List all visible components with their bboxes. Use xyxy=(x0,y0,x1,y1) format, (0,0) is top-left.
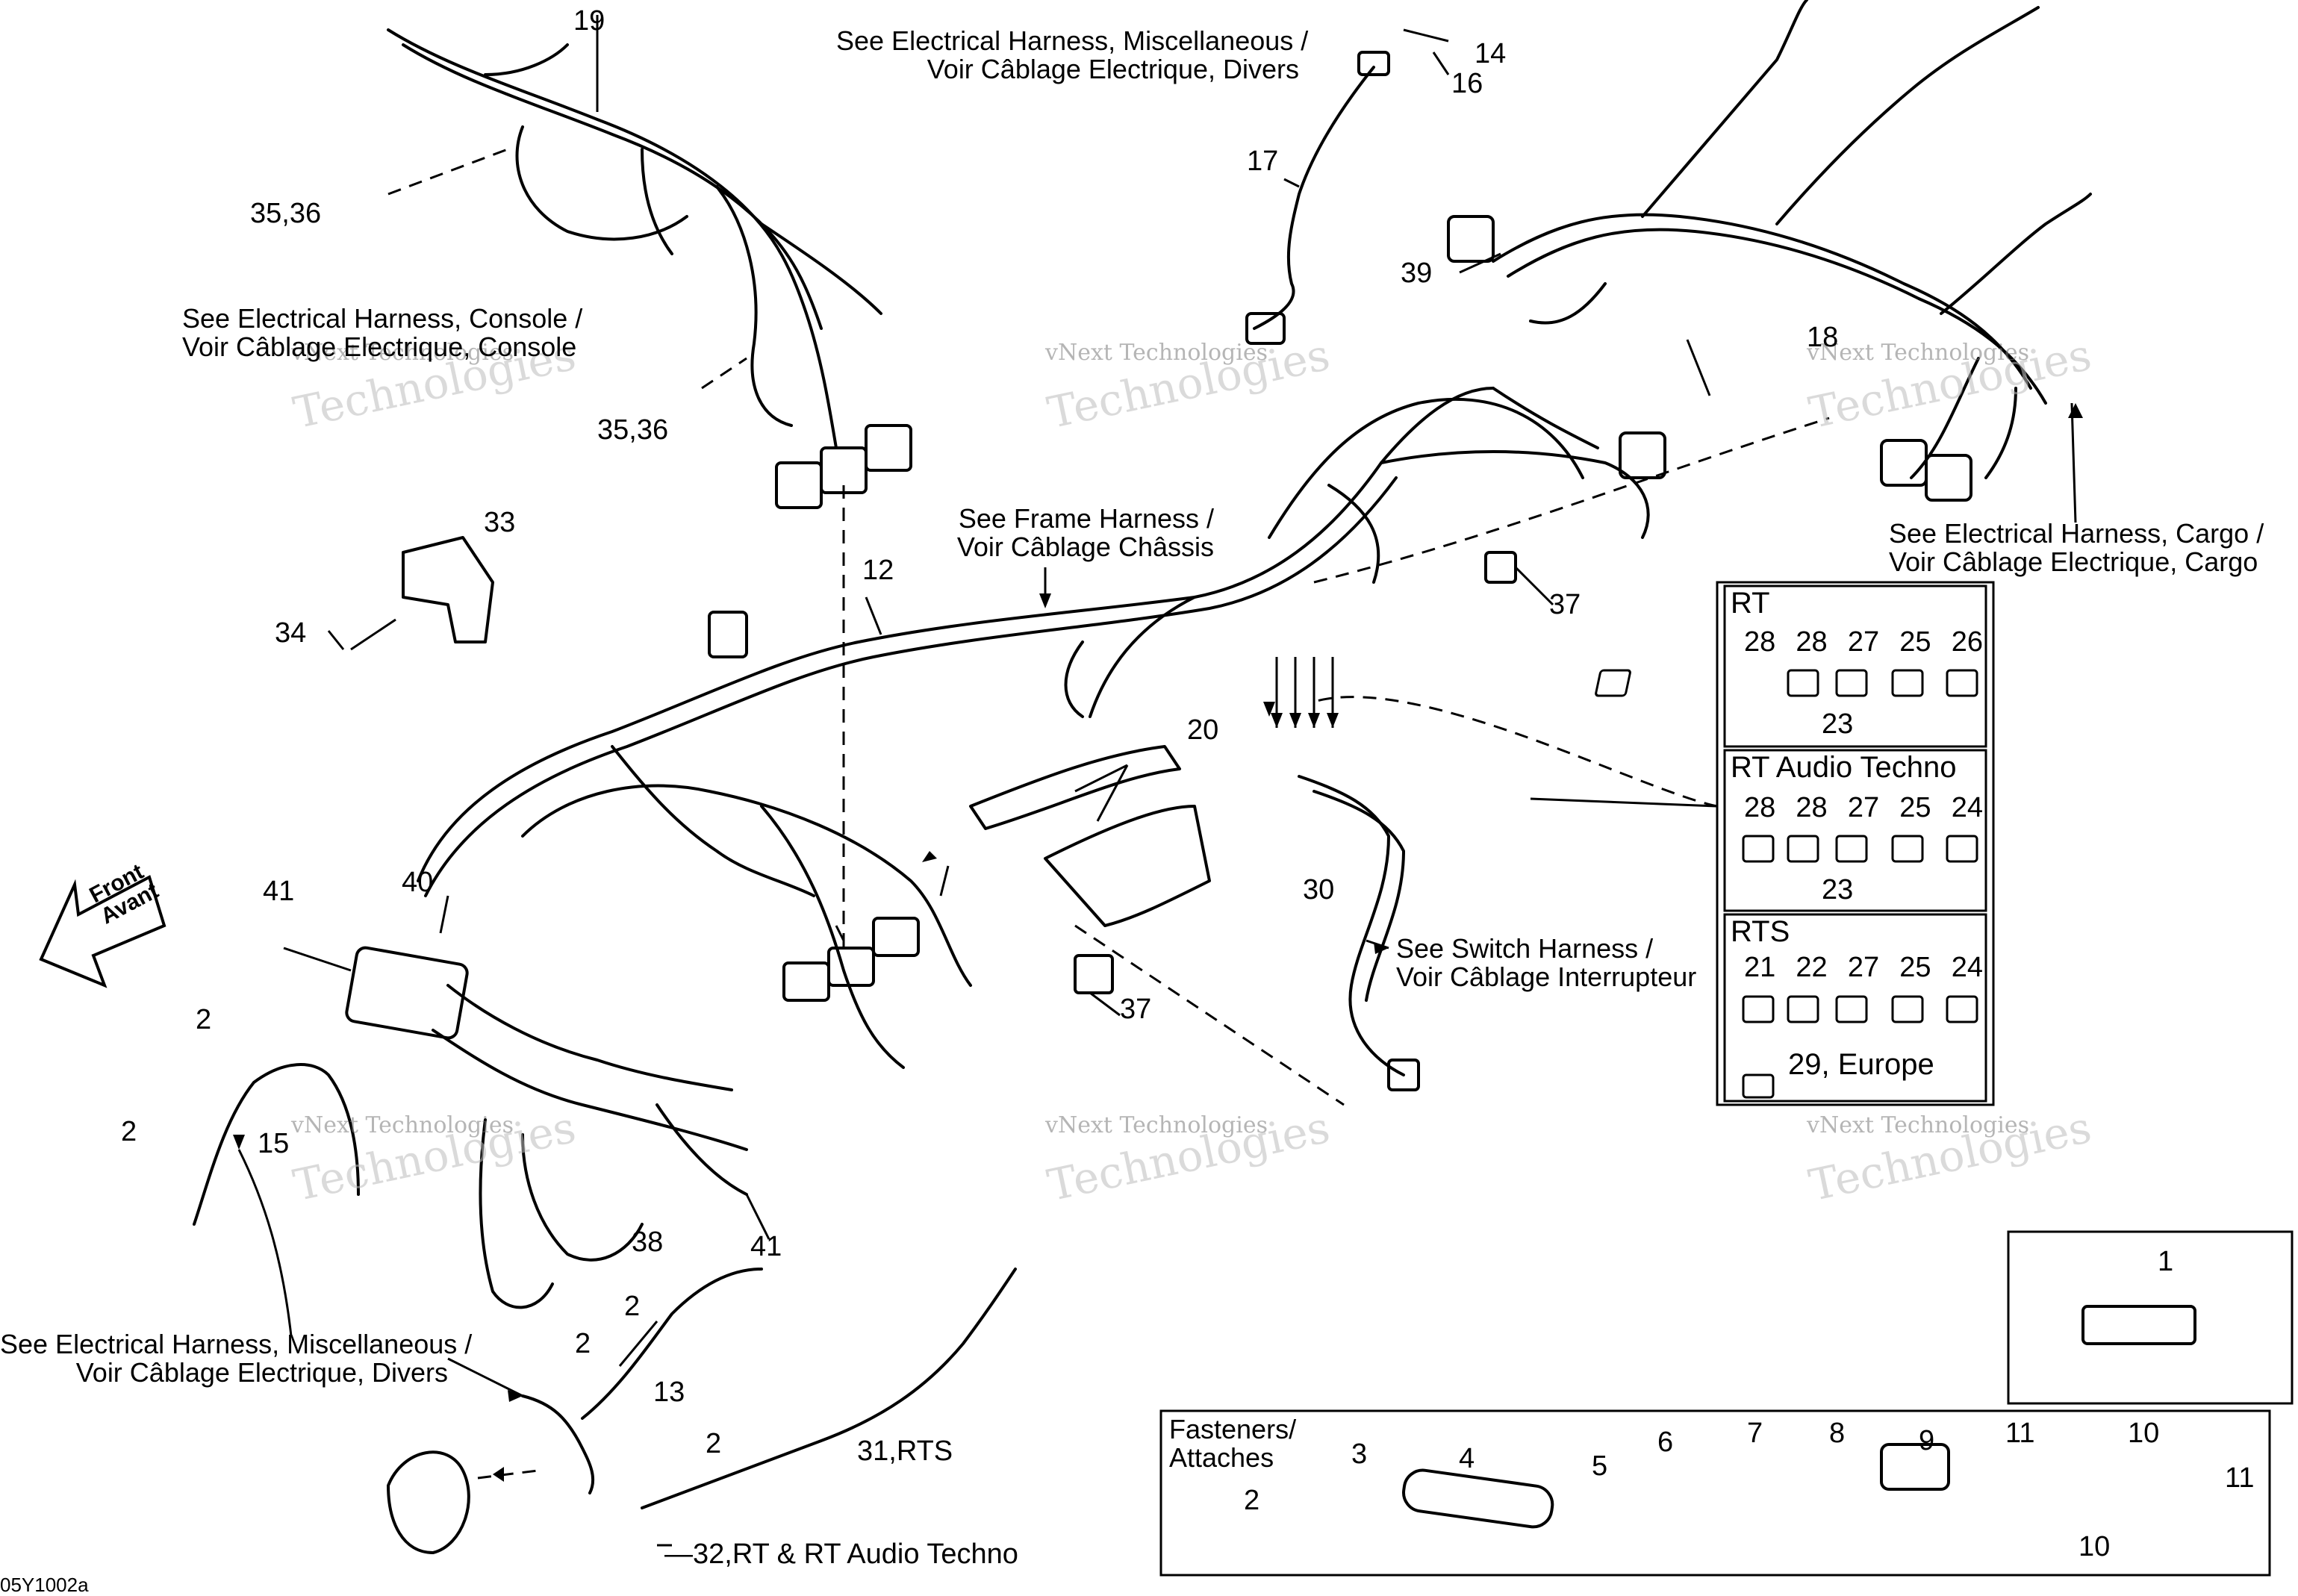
callout-16: 16 xyxy=(1451,68,1483,99)
panel-rts-title: RTS xyxy=(1731,915,1790,948)
fastener-8: 8 xyxy=(1829,1418,1846,1449)
fastener-4: 4 xyxy=(1459,1443,1475,1474)
callout-41: 41 xyxy=(263,876,295,907)
fastener-3: 3 xyxy=(1351,1438,1368,1470)
callout-20: 20 xyxy=(1187,714,1219,746)
callout-2: 2 xyxy=(196,1004,212,1035)
fastener-9: 9 xyxy=(1919,1425,1935,1456)
panel-rt-audio-title: RT Audio Techno xyxy=(1731,751,1957,784)
callout-14: 14 xyxy=(1475,38,1507,69)
callout-35-36: 35,36 xyxy=(250,198,322,229)
note-misc-top: See Electrical Harness, Miscellaneous /V… xyxy=(836,25,1309,84)
harness-17 xyxy=(1253,66,1375,330)
console-harness-19 xyxy=(387,28,838,449)
cargo-harness-18 xyxy=(1492,213,2032,390)
callout-41: 41 xyxy=(750,1231,782,1262)
callout-38: 38 xyxy=(632,1226,664,1258)
callout-2: 2 xyxy=(624,1291,641,1322)
panel-rt-sub: 23 xyxy=(1822,708,1854,740)
callout-2: 2 xyxy=(121,1116,137,1147)
switch-harness-30 xyxy=(1298,775,1405,1076)
panel-rts-sub: 29, Europe xyxy=(1788,1048,1934,1081)
callout-12: 12 xyxy=(862,555,894,586)
fastener-10: 10 xyxy=(2128,1418,2160,1449)
callout-34: 34 xyxy=(275,617,307,649)
harness-31 xyxy=(641,1268,1017,1509)
callout-32: —32,RT & RT Audio Techno xyxy=(664,1539,1018,1570)
callout-39: 39 xyxy=(1401,258,1433,289)
front-arrow-shape xyxy=(39,875,166,988)
note-cargo: See Electrical Harness, Cargo /Voir Câbl… xyxy=(1889,518,2264,577)
harness-13 xyxy=(521,1268,763,1494)
callout-2: 2 xyxy=(706,1428,722,1459)
callout-31-rts: 31,RTS xyxy=(857,1436,953,1467)
fastener-5: 5 xyxy=(1592,1450,1608,1482)
main-harness-12 xyxy=(417,387,1495,882)
note-switch: See Switch Harness /Voir Câblage Interru… xyxy=(1396,933,1697,992)
fasteners-title: Fasteners/Attaches xyxy=(1169,1414,1297,1473)
callout-15: 15 xyxy=(258,1128,290,1159)
callout-33: 33 xyxy=(484,507,516,538)
part-code: 05Y1002a xyxy=(0,1574,89,1596)
note-console: See Electrical Harness, Console /Voir Câ… xyxy=(182,303,583,362)
fastener-11: 11 xyxy=(2005,1418,2035,1449)
fastener-6: 6 xyxy=(1657,1427,1674,1458)
callout-19: 19 xyxy=(573,5,605,37)
panel-rt-title: RT xyxy=(1731,587,1770,620)
callout-2: 2 xyxy=(575,1328,591,1359)
callout-37: 37 xyxy=(1549,589,1581,620)
fastener-10: 10 xyxy=(2079,1531,2111,1562)
callout-18: 18 xyxy=(1807,322,1839,353)
harness-15 xyxy=(193,1063,360,1226)
callout-35-36: 35,36 xyxy=(597,414,669,446)
callout-13: 13 xyxy=(653,1377,685,1408)
callout-17: 17 xyxy=(1247,146,1279,177)
fastener-11: 11 xyxy=(2225,1462,2255,1494)
panel-rt-audio-sub: 23 xyxy=(1822,874,1854,905)
note-misc-bottom: See Electrical Harness, Miscellaneous /V… xyxy=(0,1329,473,1388)
note-frame: See Frame Harness /Voir Câblage Châssis xyxy=(956,503,1214,562)
fastener-2: 2 xyxy=(1244,1485,1260,1516)
fastener-7: 7 xyxy=(1747,1418,1763,1449)
callout-1: 1 xyxy=(2158,1246,2174,1277)
callout-37: 37 xyxy=(1120,994,1152,1025)
callout-40: 40 xyxy=(402,867,434,898)
callout-30: 30 xyxy=(1303,874,1335,905)
